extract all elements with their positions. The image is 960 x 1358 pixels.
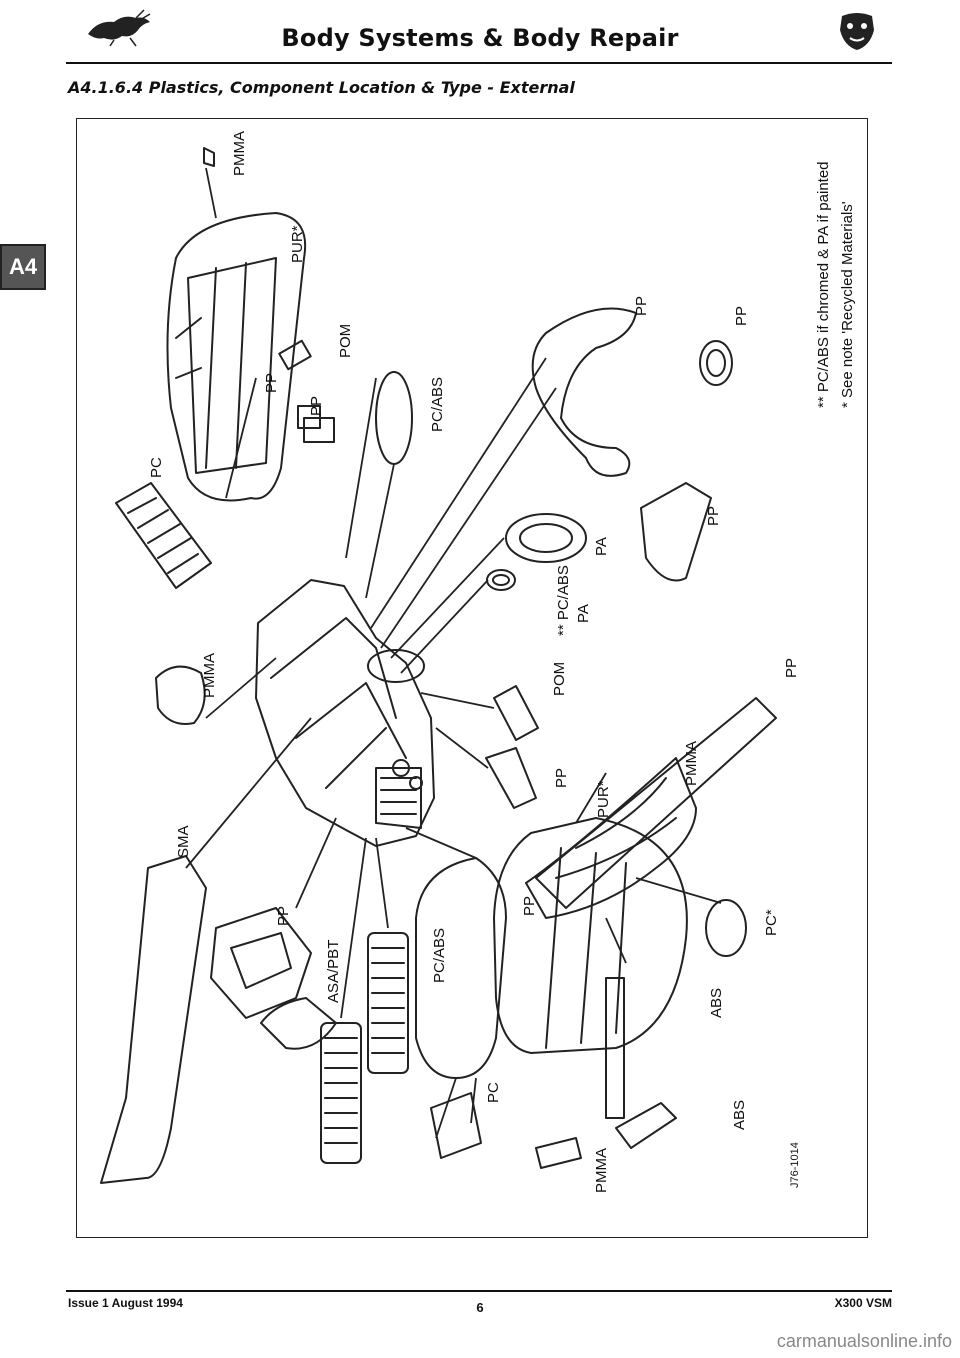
upper-grille-drawing (115, 482, 212, 589)
small-clips-drawing (203, 147, 335, 443)
leader-lines (185, 167, 722, 1139)
footer-rule (66, 1290, 892, 1292)
label-pmma-top: PMMA (231, 131, 248, 176)
page-title: Body Systems & Body Repair (281, 24, 679, 52)
label-pa-disc: PA (593, 537, 610, 556)
document-code: X300 VSM (834, 1296, 892, 1310)
label-pp-arch: PP (633, 296, 650, 316)
mid-clips-drawing (155, 665, 539, 809)
label-pp-mid: PP (553, 768, 570, 788)
label-pcabs-mirror: PC/ABS (429, 377, 446, 432)
label-pp-liner: PP (783, 658, 800, 678)
label-pc-bottom: PC (485, 1082, 502, 1103)
label-pc-star: PC* (763, 909, 780, 936)
label-pc-grille: PC (148, 457, 165, 478)
figure-reference-code: J76-1014 (789, 1142, 801, 1188)
label-pp-ring: PP (733, 306, 750, 326)
air-duct-drawing (640, 482, 712, 582)
label-pmma-lamp: PMMA (201, 653, 218, 698)
label-abs-1: ABS (708, 988, 725, 1018)
leaping-jaguar-logo-icon (88, 9, 151, 47)
exploded-component-diagram: PMMA PUR* PC POM PP PP PC/ABS PP PP PP P… (100, 131, 856, 1193)
label-pom-top: POM (337, 324, 354, 358)
lower-bumper-drawing (415, 697, 777, 1149)
lower-grille-drawing (320, 932, 409, 1164)
source-watermark: carmanualsonline.info (776, 1331, 952, 1351)
label-pur-top: PUR* (289, 225, 306, 263)
label-pmma-bottom: PMMA (593, 1148, 610, 1193)
label-pp-small2: PP (308, 396, 325, 416)
label-sma: SMA (175, 825, 192, 858)
car-body-drawing (255, 579, 435, 847)
bottom-clips-drawing (430, 1092, 582, 1169)
jaguar-growler-logo-icon (840, 13, 874, 50)
header-rule (66, 62, 892, 64)
figure-notes: ** PC/ABS if chromed & PA if painted * S… (815, 161, 856, 408)
label-pur-bottom: PUR* (595, 780, 612, 818)
page-header: Body Systems & Body Repair (0, 0, 960, 70)
label-pom-mid: POM (551, 662, 568, 696)
a-pillar-trim-drawing (100, 855, 207, 1184)
label-pcabs-grille: PC/ABS (431, 928, 448, 983)
note-chromed-painted: ** PC/ABS if chromed & PA if painted (815, 161, 832, 408)
label-pa-badge: PA (575, 604, 592, 623)
section-tab: A4 (0, 244, 46, 290)
label-pmma-bottom-clip: PMMA (683, 741, 700, 786)
label-pp-bumper: PP (521, 896, 538, 916)
label-pcabs-badge: ** PC/ABS (555, 565, 572, 636)
issue-date: Issue 1 August 1994 (68, 1296, 183, 1310)
page-number: 6 (476, 1300, 484, 1315)
mirror-cap-drawing (375, 371, 413, 465)
note-recycled-materials: * See note 'Recycled Materials' (839, 201, 856, 408)
figure-frame (76, 118, 868, 1238)
section-heading: A4.1.6.4 Plastics, Component Location & … (68, 78, 575, 97)
label-asa-pbt: ASA/PBT (325, 940, 342, 1003)
label-pp-duct: PP (705, 506, 722, 526)
material-labels: PMMA PUR* PC POM PP PP PC/ABS PP PP PP P… (148, 131, 801, 1193)
label-abs-2: ABS (731, 1100, 748, 1130)
label-pp-small1: PP (263, 373, 280, 393)
label-pp-bracket: PP (275, 906, 292, 926)
headlamp-bracket-drawing (210, 907, 337, 1050)
front-bumper-drawing (166, 212, 307, 502)
headlamp-surround-drawing (531, 307, 733, 477)
